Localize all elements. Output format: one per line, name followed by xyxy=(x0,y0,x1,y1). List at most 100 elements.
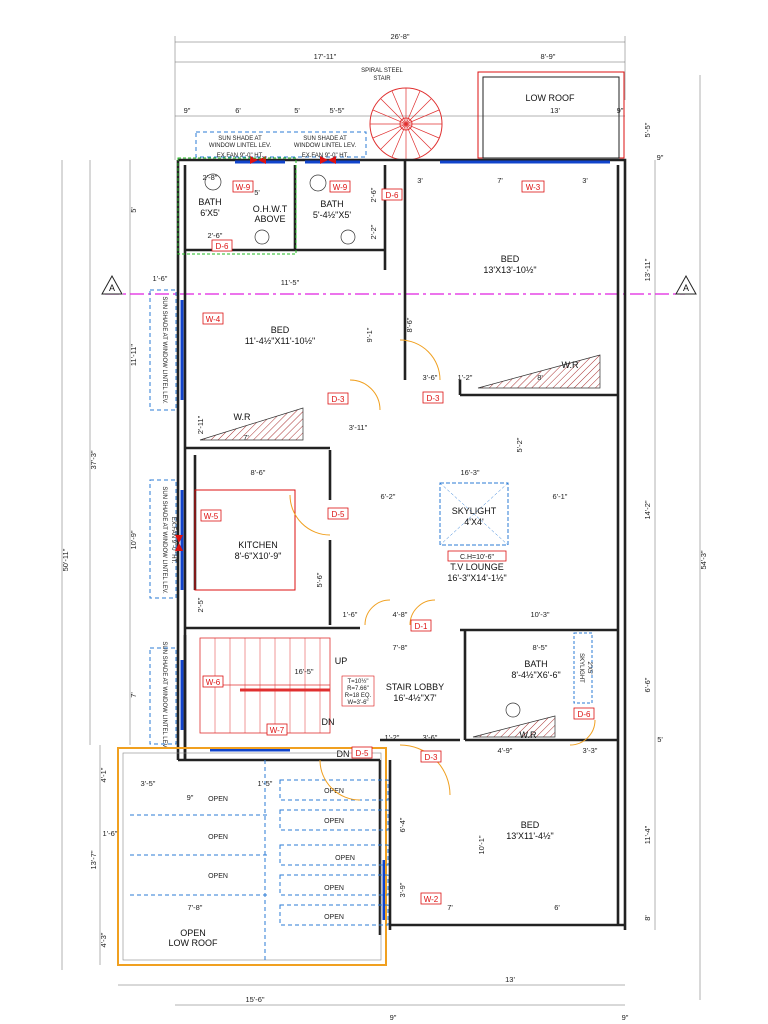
sunshade-top-text-2: WINDOW LINTEL LEV. xyxy=(209,143,272,149)
exfan-label: EX.FAN 9"-0" HT. xyxy=(217,153,264,159)
dim-bottom-left: 15'-6" xyxy=(245,995,264,1004)
dim: 8'-6" xyxy=(251,468,266,477)
dim: 3' xyxy=(582,176,588,185)
sunshade-top-text-b2: WINDOW LINTEL LEV. xyxy=(294,143,357,149)
dim: 5'-2" xyxy=(515,437,524,452)
dim: 1'-6" xyxy=(153,274,168,283)
exfan-label-2: EX.FAN 9"-0" HT. xyxy=(302,153,349,159)
spiral-stair-label: SPIRAL STEEL xyxy=(361,68,403,74)
dim: 1'-2" xyxy=(458,373,473,382)
dim: 9" xyxy=(617,106,624,115)
tag-d3: D-3 xyxy=(332,395,345,404)
dim: 8'-5" xyxy=(533,643,548,652)
ceiling-height: C.H=10'-6" xyxy=(460,554,494,561)
dim: 8' xyxy=(643,915,652,921)
dim: 5' xyxy=(254,188,260,197)
bed-left-name: BED xyxy=(271,325,290,335)
dim: 2'-2" xyxy=(369,224,378,239)
skylight-small-size: 2'X5' xyxy=(586,662,592,675)
stair-up: UP xyxy=(335,656,348,666)
tag-d5: D-5 xyxy=(332,510,345,519)
dim: 6'-6" xyxy=(643,677,652,692)
tag-w7: W-7 xyxy=(270,726,285,735)
tag-d3: D-3 xyxy=(427,394,440,403)
dim: 16'-3" xyxy=(460,468,479,477)
wr-label: W.R xyxy=(520,730,537,740)
dim: 3'-11" xyxy=(349,423,368,432)
wardrobe xyxy=(477,354,601,389)
dim: 4'-1" xyxy=(99,767,108,782)
bath2-size: 5'-4½"X5' xyxy=(313,210,351,220)
staircase xyxy=(199,637,331,734)
tag-d3: D-3 xyxy=(425,753,438,762)
sunshade-side-text-2: SUN SHADE AT WINDOW LINTEL LEV. xyxy=(161,486,167,594)
tag-w9: W-9 xyxy=(236,183,251,192)
basin-icon xyxy=(309,174,327,192)
dim: 4'-9" xyxy=(498,746,513,755)
skylight-box xyxy=(439,482,509,546)
section-label-left: A xyxy=(109,283,115,293)
sunshade-bed-left xyxy=(149,289,177,411)
open-label: OPEN xyxy=(335,855,355,862)
skylight-small-box xyxy=(573,632,593,704)
ohwt-label: O.H.W.T xyxy=(253,204,288,214)
tag-d6: D-6 xyxy=(578,710,591,719)
open-label: OPEN xyxy=(324,914,344,921)
dim: 13'-11" xyxy=(643,258,652,281)
kitchen-name: KITCHEN xyxy=(238,540,278,550)
section-label-right: A xyxy=(683,283,689,293)
dim: 7' xyxy=(243,433,249,442)
dim: 9" xyxy=(390,1013,397,1022)
dim: 1'-6" xyxy=(103,829,118,838)
sunshade-top-text: SUN SHADE AT xyxy=(218,136,262,142)
skylight-name: SKYLIGHT xyxy=(452,506,497,516)
dim: 13'-7" xyxy=(89,850,98,869)
dim: 2'-6" xyxy=(208,231,223,240)
open-label: OPEN xyxy=(208,796,228,803)
dim: 1'-5" xyxy=(258,779,273,788)
dim: 3'-3" xyxy=(583,746,598,755)
tag-w4: W-4 xyxy=(206,315,221,324)
bed-bottom-size: 13'X11'-4½" xyxy=(506,831,554,841)
tag-d1: D-1 xyxy=(415,622,428,631)
basin-icon xyxy=(204,173,222,191)
open-low-roof-label: OPEN xyxy=(180,928,206,938)
wr-label: W.R xyxy=(234,412,251,422)
outer-dimensions xyxy=(61,36,701,1006)
bath3-size: 8'-4½"X6'-6" xyxy=(511,670,560,680)
dim-left-mid: 37'-3" xyxy=(89,450,98,469)
kitchen-counter xyxy=(194,489,296,591)
dim: 7' xyxy=(447,903,453,912)
dim: 10'-3" xyxy=(530,610,549,619)
tag-d6: D-6 xyxy=(386,191,399,200)
tag-w2: W-2 xyxy=(424,895,439,904)
stair-data-1: T=10½" xyxy=(348,678,369,685)
bath1-size: 6'X5' xyxy=(200,208,220,218)
dim: 5'-5" xyxy=(330,106,345,115)
stair-dn-2: DN xyxy=(337,749,350,759)
open-label: OPEN xyxy=(324,788,344,795)
sunshade-stair xyxy=(149,647,177,745)
ceiling-height-tag xyxy=(447,550,507,562)
dim: 11'-5" xyxy=(281,278,300,287)
dim: 9'-1" xyxy=(365,327,374,342)
section-marker-left xyxy=(101,274,123,295)
open-low-roof-border xyxy=(117,747,387,966)
bed-top-right-size: 13'X13'-10½" xyxy=(483,265,536,275)
stair-data-3: R=18 EQ. xyxy=(345,693,372,699)
stair-lobby-name: STAIR LOBBY xyxy=(386,682,444,692)
section-marker-right xyxy=(675,274,697,295)
dim: 10'-9" xyxy=(129,530,138,549)
open-label: OPEN xyxy=(208,834,228,841)
bath3-name: BATH xyxy=(524,659,547,669)
interior-walls xyxy=(183,160,618,935)
tag-w6: W-6 xyxy=(206,678,221,687)
sunshade-top-text-b: SUN SHADE AT xyxy=(303,136,347,142)
dim: 6'-2" xyxy=(381,492,396,501)
dim-top-total: 26'-8" xyxy=(390,32,409,41)
dim: 4'-8" xyxy=(393,610,408,619)
open-label: OPEN xyxy=(324,818,344,825)
dim: 3' xyxy=(417,176,423,185)
tag-w5: W-5 xyxy=(204,512,219,521)
